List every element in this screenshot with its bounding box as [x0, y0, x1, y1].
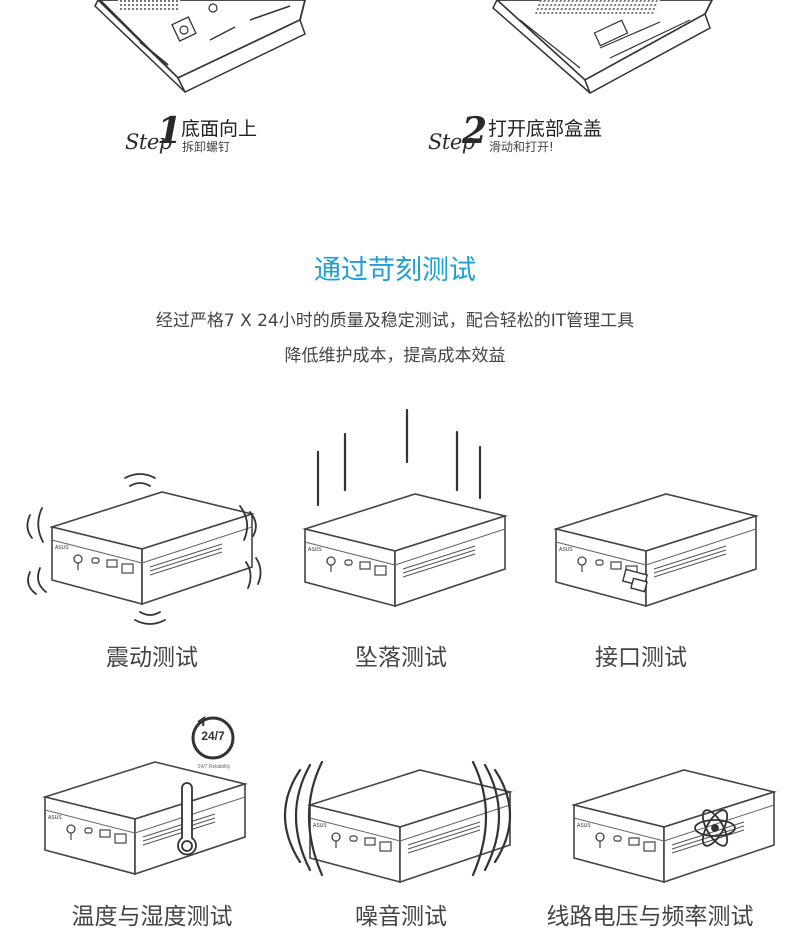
drop-device: ASUS — [304, 493, 506, 607]
step2-word: Step — [428, 130, 475, 154]
usb-plug-icon — [621, 568, 649, 593]
test-label-noise: 噪音测试 — [355, 904, 447, 930]
step2-number: 2 — [462, 110, 488, 152]
atom-icon — [694, 809, 736, 847]
test-label-drop: 坠落测试 — [355, 645, 447, 671]
step1-number: 1 — [157, 110, 183, 152]
svg-text:ASUS: ASUS — [559, 547, 573, 553]
badge-24-7-text: 24/7 — [201, 729, 225, 743]
voltage-device: ASUS — [573, 769, 775, 883]
section-title: 通过苛刻测试 — [314, 255, 476, 286]
test-label-interface: 接口测试 — [595, 645, 687, 671]
badge-24-7-caption: 24/7 Reliability — [197, 764, 231, 770]
svg-text:ASUS: ASUS — [313, 823, 327, 829]
vibration-device: ASUS — [51, 491, 253, 605]
noise-device: ASUS — [309, 769, 511, 883]
step1-title: 底面向上 — [181, 118, 258, 140]
test-label-vibration: 震动测试 — [106, 645, 198, 671]
temperature-device: ASUS — [44, 761, 246, 875]
svg-text:ASUS: ASUS — [55, 545, 69, 551]
step2-title: 打开底部盒盖 — [488, 118, 603, 140]
section-desc-line1: 经过严格7 X 24小时的质量及稳定测试，配合轻松的IT管理工具 — [155, 311, 635, 331]
vibration-icon — [26, 473, 262, 625]
test-label-voltage: 线路电压与频率测试 — [546, 904, 754, 930]
interface-device: ASUS — [555, 493, 757, 607]
step2-device-drawing — [492, 0, 714, 95]
step2-subtitle: 滑动和打开! — [489, 140, 554, 154]
step1-device-drawing — [94, 0, 306, 93]
badge-24-7-icon — [191, 715, 235, 760]
illustrations: ASUS ASUS ASUS ASUS — [26, 0, 775, 883]
svg-text:ASUS: ASUS — [308, 547, 322, 553]
thermometer-icon — [177, 782, 197, 856]
step1-word: Step — [125, 130, 172, 154]
section-desc-line2: 降低维护成本，提高成本效益 — [284, 346, 506, 366]
drop-lines-icon — [316, 408, 482, 507]
svg-text:ASUS: ASUS — [577, 823, 591, 829]
test-label-temperature: 温度与湿度测试 — [71, 904, 233, 930]
sound-wave-icon — [284, 760, 511, 877]
step1-subtitle: 拆卸螺钉 — [182, 140, 231, 154]
svg-text:ASUS: ASUS — [48, 815, 62, 821]
